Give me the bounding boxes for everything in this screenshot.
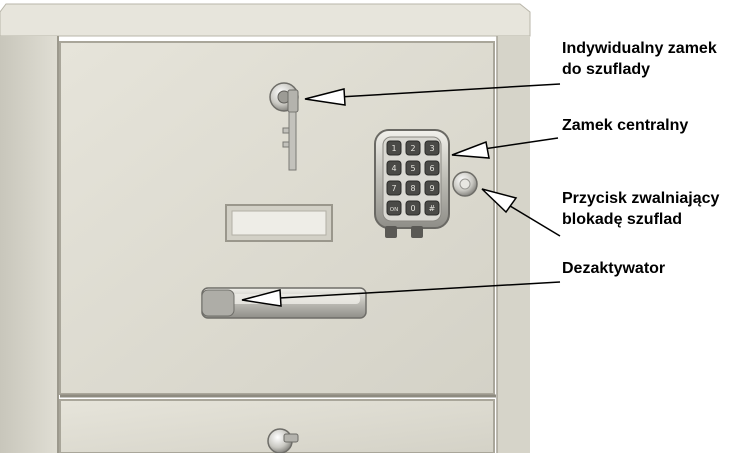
callout-drawer-lock-line1: Indywidualny zamek — [562, 40, 717, 57]
keypad-key[interactable]: 1 — [386, 140, 402, 156]
keypad-key-label: 7 — [391, 184, 396, 193]
keypad-key-label: 1 — [391, 144, 396, 153]
keypad-key-label: # — [429, 204, 436, 213]
cabinet-top — [0, 3, 531, 37]
key-icon — [282, 89, 299, 171]
callout-deactivator-label: Dezaktywator — [562, 258, 665, 279]
callout-central-lock-label: Zamek centralny — [562, 115, 688, 136]
label-holder — [225, 204, 333, 242]
keypad-key-label: 9 — [429, 184, 434, 193]
arrow-drawer-lock — [304, 83, 561, 106]
lower-drawer-lock[interactable] — [267, 428, 299, 453]
callout-central-lock-line1: Zamek centralny — [562, 117, 689, 134]
central-lock-keypad[interactable]: 1 2 3 4 5 6 7 8 9ON 0 # — [374, 129, 450, 238]
callout-deactivator-line1: Dezaktywator — [562, 260, 666, 277]
deactivator-handle[interactable] — [201, 287, 367, 319]
lower-drawer — [59, 399, 495, 453]
keypad-key[interactable]: 6 — [424, 160, 440, 176]
keypad-key[interactable]: ON — [386, 200, 402, 216]
cabinet — [0, 3, 531, 453]
keypad-key[interactable]: # — [424, 200, 440, 216]
callout-release-button-line2: blokadę szuflad — [562, 211, 683, 228]
callout-lines — [241, 83, 561, 307]
keypad-key-label: 6 — [429, 164, 434, 173]
keypad-key-label: 8 — [410, 184, 415, 193]
keypad-keys: 1 2 3 4 5 6 7 8 9ON 0 # — [386, 140, 440, 216]
keypad-key[interactable]: 5 — [405, 160, 421, 176]
keypad-key-label: 4 — [391, 164, 396, 173]
keypad-key-label: 5 — [410, 164, 415, 173]
keypad-key[interactable]: 0 — [405, 200, 421, 216]
keypad-key[interactable]: 9 — [424, 180, 440, 196]
keypad-key-label: 2 — [410, 144, 415, 153]
callout-drawer-lock-label: Indywidualny zamek do szuflady — [562, 38, 717, 80]
cabinet-right-edge — [497, 36, 530, 453]
callout-release-button-label: Przycisk zwalniający blokadę szuflad — [562, 188, 719, 230]
keypad-key[interactable]: 3 — [424, 140, 440, 156]
keypad-key-label: 3 — [429, 144, 434, 153]
keypad-key[interactable]: 8 — [405, 180, 421, 196]
keypad-key-label: ON — [390, 207, 398, 213]
arrow-release-button — [481, 188, 561, 237]
keypad-key[interactable]: 4 — [386, 160, 402, 176]
callout-release-button-line1: Przycisk zwalniający — [562, 190, 720, 207]
arrow-central-lock — [451, 137, 559, 159]
upper-drawer: 1 2 3 4 5 6 7 8 9ON 0 # — [59, 41, 496, 398]
keypad-key-label: 0 — [410, 204, 415, 213]
release-button[interactable] — [452, 171, 478, 197]
cabinet-left-side — [0, 36, 58, 453]
callout-drawer-lock-line2: do szuflady — [562, 61, 651, 78]
keypad-key[interactable]: 7 — [386, 180, 402, 196]
arrow-deactivator — [241, 281, 561, 307]
drawer-lock[interactable] — [269, 82, 299, 171]
keypad-key[interactable]: 2 — [405, 140, 421, 156]
